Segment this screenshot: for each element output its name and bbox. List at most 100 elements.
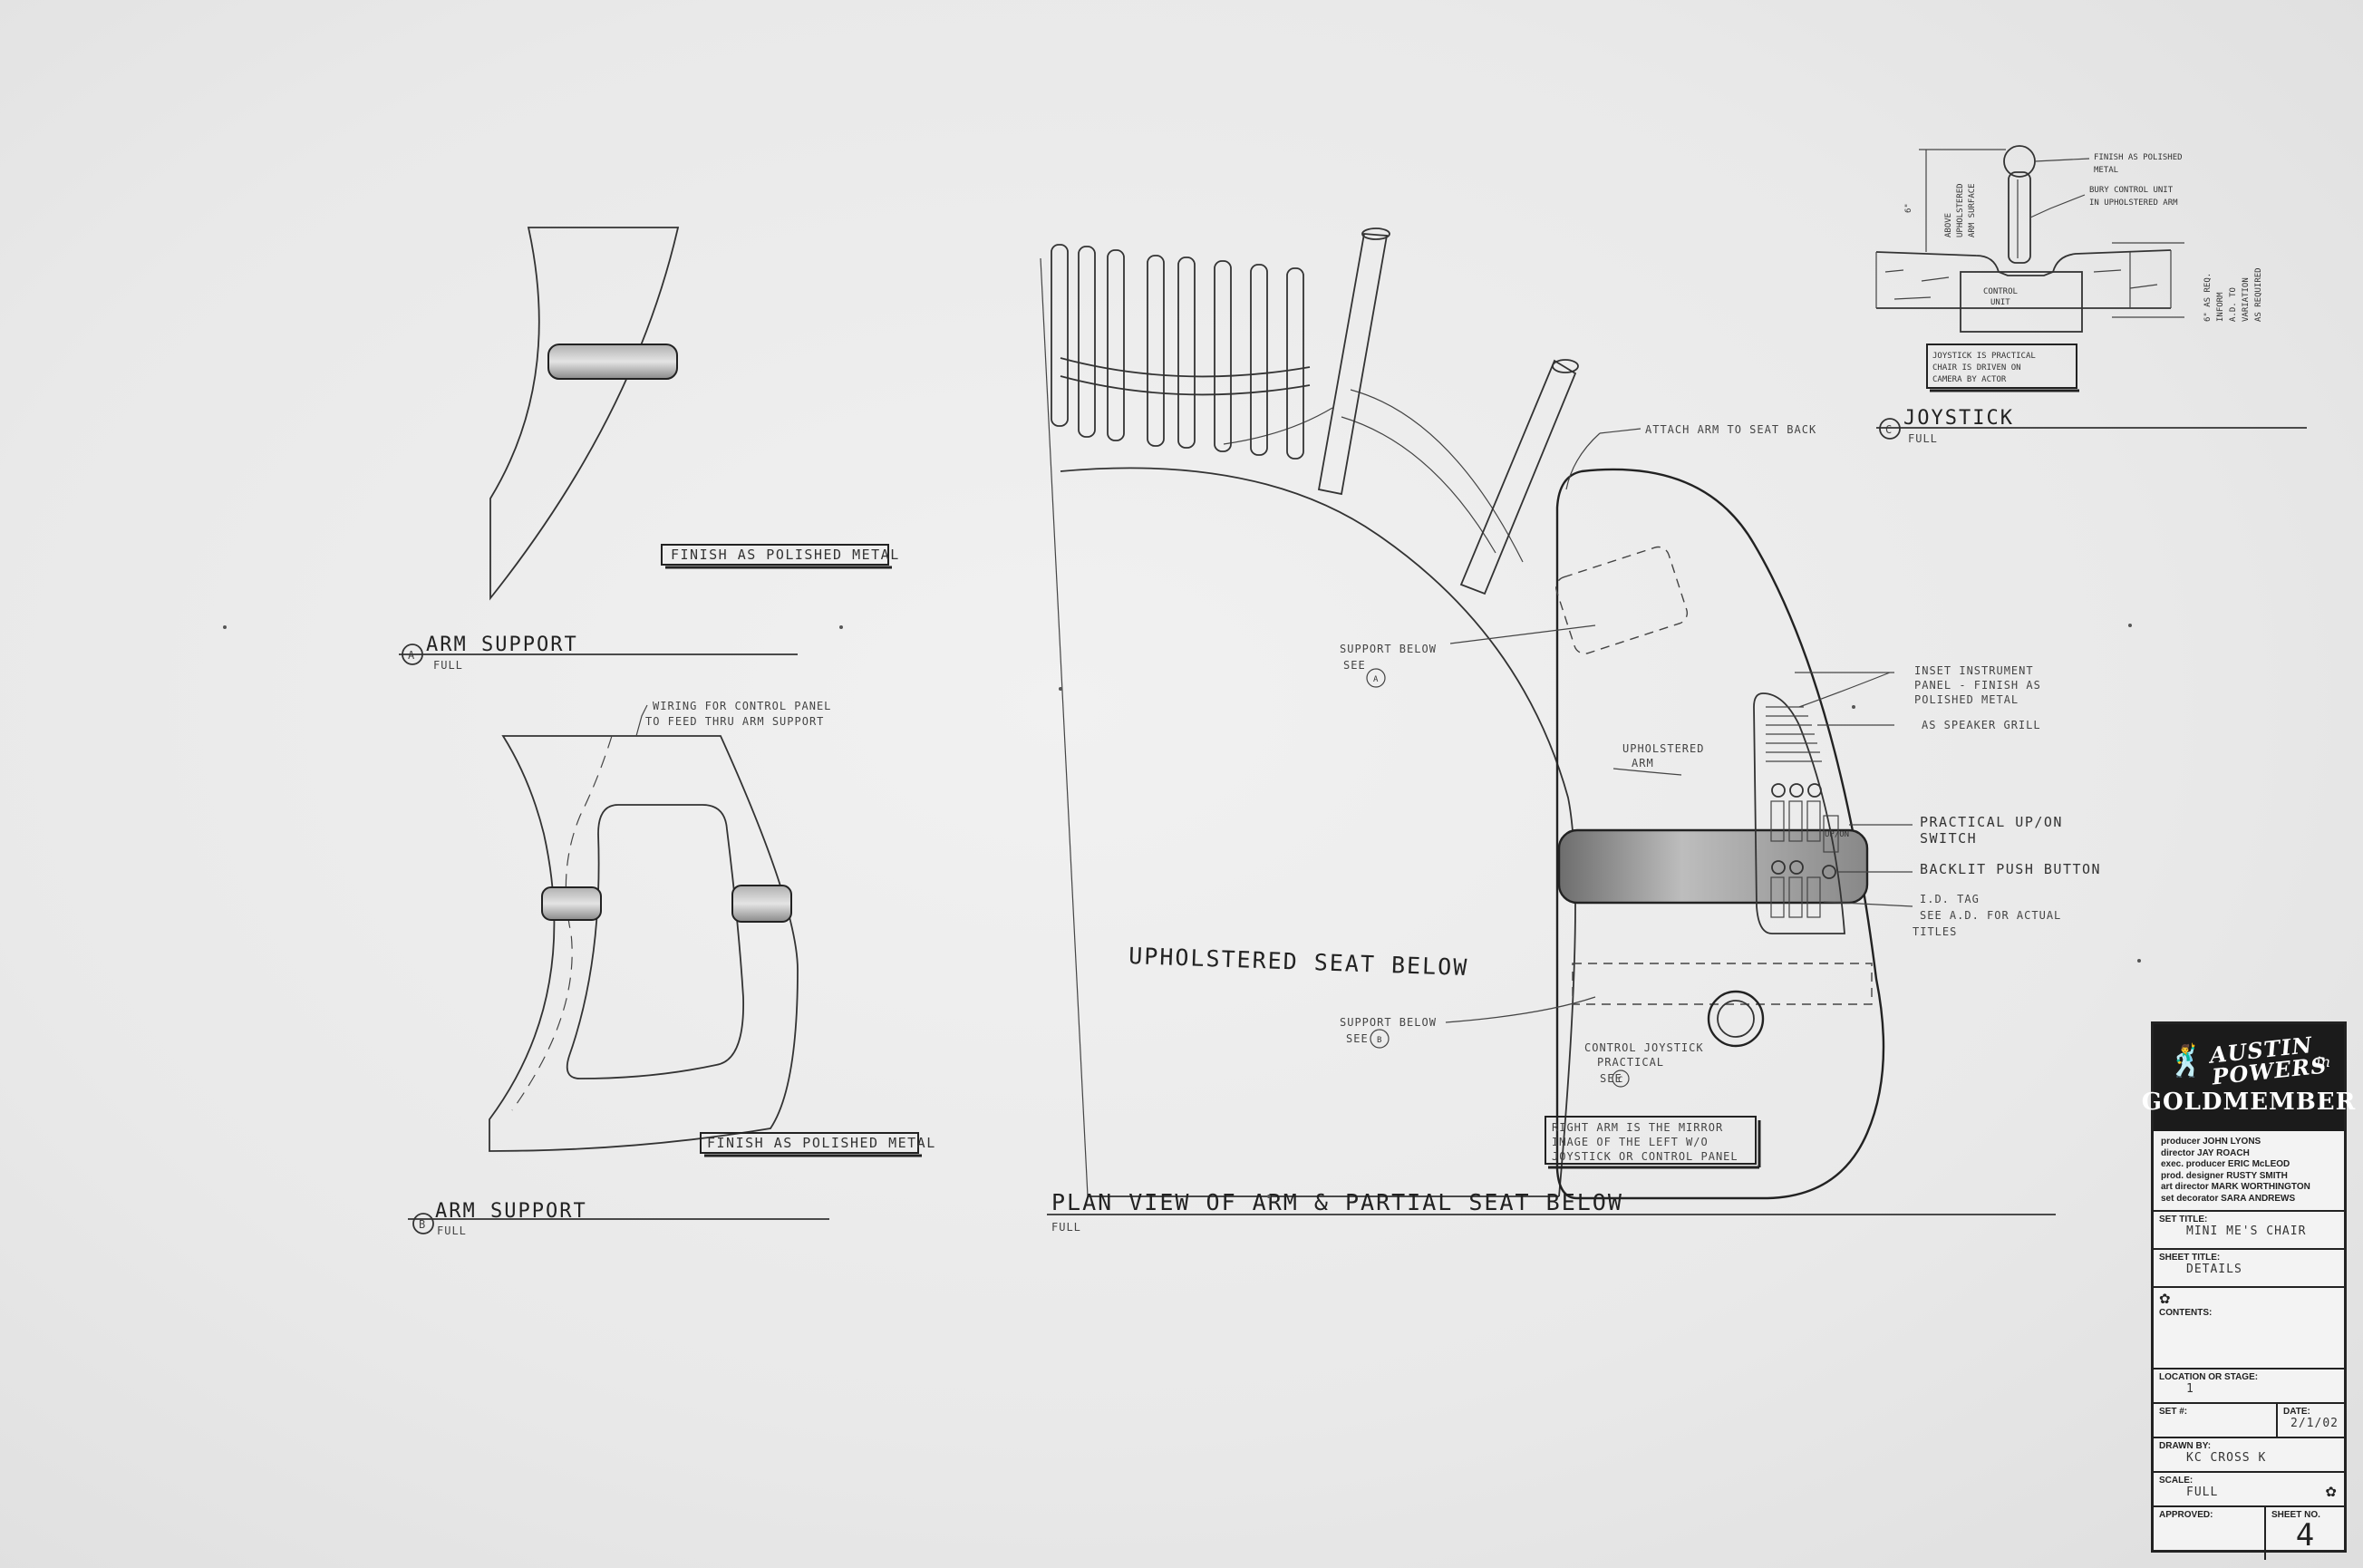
speaker-note: AS SPEAKER GRILL bbox=[1922, 719, 2041, 731]
joystick-note-1: CONTROL JOYSTICK bbox=[1584, 1041, 1704, 1054]
credit-line: set decorator SARA ANDREWS bbox=[2161, 1193, 2296, 1204]
plan-view-scale: FULL bbox=[1051, 1221, 1081, 1234]
attach-arm bbox=[1459, 359, 1577, 595]
view-c-marker bbox=[1879, 418, 1901, 440]
view-a-title: ARM SUPPORT bbox=[426, 634, 578, 656]
finish-note-b: FINISH AS POLISHED METAL bbox=[707, 1135, 936, 1151]
joystick-note-see: SEE bbox=[1600, 1072, 1622, 1085]
up-on-switch bbox=[1823, 815, 1839, 853]
above-note-1: ABOVE bbox=[1944, 213, 1953, 237]
attach-note: ATTACH ARM TO SEAT BACK bbox=[1645, 423, 1816, 436]
joystick-note-ref: C bbox=[1618, 1076, 1622, 1085]
seat-support-dashed bbox=[1572, 963, 1873, 1005]
mirror-note-box bbox=[1545, 1116, 1757, 1165]
support-b-see: SEE bbox=[1346, 1032, 1369, 1045]
date-value: 2/1/02 bbox=[2290, 1417, 2339, 1430]
tag-note-3: TITLES bbox=[1913, 925, 1957, 938]
production-logo: 🕺 AUSTIN POWERS in GOLDMEMBER bbox=[2142, 1024, 2355, 1131]
sheet-number-value: 4 bbox=[2295, 1517, 2315, 1553]
view-c-joystick: CONTROL UNIT 6" ABOVE UPHOLSTERED ARM SU… bbox=[1875, 145, 2307, 445]
side-note-5: AS REQUIRED bbox=[2254, 267, 2263, 322]
seat-back-arc bbox=[1060, 467, 1576, 1197]
support-below-dashed bbox=[1555, 546, 1689, 654]
control-unit-label-2: UNIT bbox=[1990, 298, 2010, 307]
set-number-label: SET #: bbox=[2159, 1407, 2188, 1417]
credit-line: art director MARK WORTHINGTON bbox=[2161, 1182, 2310, 1192]
dancing-figure-icon: 🕺 bbox=[2167, 1044, 2206, 1079]
side-note-2: INFORM bbox=[2216, 292, 2225, 322]
gear-icon: ✿ bbox=[2159, 1292, 2171, 1307]
joystick-base-outer bbox=[1707, 990, 1765, 1048]
joystick-base-inner bbox=[1717, 1000, 1755, 1038]
backlit-note: BACKLIT PUSH BUTTON bbox=[1920, 861, 2101, 877]
bury-note-1: BURY CONTROL UNIT bbox=[2089, 186, 2174, 195]
scale-field: SCALE: FULL ✿ bbox=[2154, 1473, 2344, 1507]
practical-note-3: CAMERA BY ACTOR bbox=[1932, 375, 2007, 384]
side-note-3: A.D. TO bbox=[2229, 287, 2238, 322]
finish-note-c-1: FINISH AS POLISHED bbox=[2094, 153, 2183, 162]
location-field: LOCATION OR STAGE: 1 bbox=[2154, 1370, 2344, 1404]
seat-back-post bbox=[1317, 233, 1389, 496]
practical-note-1: JOYSTICK IS PRACTICAL bbox=[1932, 352, 2036, 361]
sheet-title-value: DETAILS bbox=[2186, 1263, 2242, 1276]
upholstered-seat-label: UPHOLSTERED SEAT BELOW bbox=[1128, 943, 1469, 981]
sheet-title-field: SHEET TITLE: DETAILS bbox=[2154, 1250, 2344, 1288]
view-b-marker bbox=[412, 1213, 434, 1234]
scale-label: SCALE: bbox=[2159, 1476, 2194, 1486]
speaker-grill bbox=[1766, 706, 1822, 762]
support-b-ref: B bbox=[1377, 1036, 1381, 1045]
instrument-panel bbox=[1753, 692, 1845, 934]
upholstered-arm-outline bbox=[1555, 468, 1885, 1200]
switch-note-1: PRACTICAL UP/ON bbox=[1920, 814, 2063, 830]
seat-left-edge bbox=[1040, 257, 1089, 1197]
dim-label: 6" bbox=[1904, 203, 1913, 213]
credits-list: producer JOHN LYONS director JAY ROACH e… bbox=[2154, 1131, 2344, 1212]
mirror-note-1: RIGHT ARM IS THE MIRROR bbox=[1552, 1121, 1723, 1134]
view-a-letter: A bbox=[408, 649, 415, 662]
view-a-arm-support: FINISH AS POLISHED METAL A ARM SUPPORT F… bbox=[399, 227, 900, 672]
side-note-1: 6" AS REQ. bbox=[2203, 273, 2213, 322]
support-b-note: SUPPORT BELOW bbox=[1340, 1016, 1437, 1029]
logo-title: AUSTIN POWERS bbox=[2209, 1031, 2329, 1090]
above-note-2: UPHOLSTERED bbox=[1956, 183, 1965, 237]
finish-note-a: FINISH AS POLISHED METAL bbox=[671, 547, 900, 563]
upholstered-arm-label-1: UPHOLSTERED bbox=[1622, 742, 1704, 755]
credit-line: exec. producer ERIC McLEOD bbox=[2161, 1159, 2290, 1169]
set-title-label: SET TITLE: bbox=[2159, 1215, 2208, 1224]
push-buttons bbox=[1771, 783, 1836, 879]
arm-pad bbox=[1557, 828, 1869, 905]
plan-view-title: PLAN VIEW OF ARM & PARTIAL SEAT BELOW bbox=[1051, 1189, 1623, 1215]
panel-note-3: POLISHED METAL bbox=[1914, 693, 2019, 706]
joystick-note-2: PRACTICAL bbox=[1597, 1056, 1664, 1069]
switch-tag: UP/ON bbox=[1825, 830, 1849, 839]
finish-note-b-box bbox=[700, 1132, 919, 1154]
drawn-by-field: DRAWN BY: KC CROSS K bbox=[2154, 1438, 2344, 1473]
approved-label: APPROVED: bbox=[2159, 1510, 2213, 1520]
above-note-3: ARM SURFACE bbox=[1968, 183, 1977, 237]
set-date-row: SET #: DATE: 2/1/02 bbox=[2154, 1404, 2344, 1438]
view-c-scale: FULL bbox=[1908, 432, 1938, 445]
logo-in: in bbox=[2316, 1052, 2330, 1070]
arm-support-b-pad-right bbox=[731, 885, 792, 923]
drawn-by-value: KC CROSS K bbox=[2186, 1451, 2267, 1465]
contents-label: CONTENTS: bbox=[2159, 1308, 2213, 1318]
support-a-ref: A bbox=[1373, 675, 1379, 684]
arm-support-a-outline bbox=[489, 227, 680, 601]
view-c-letter: C bbox=[1885, 423, 1893, 436]
set-title-value: MINI ME'S CHAIR bbox=[2186, 1224, 2307, 1238]
arm-support-b-outline bbox=[489, 735, 799, 1152]
sheet-number-label: SHEET NO. bbox=[2271, 1510, 2320, 1520]
view-c-title: JOYSTICK bbox=[1903, 407, 2014, 430]
tag-note-2: SEE A.D. FOR ACTUAL bbox=[1920, 909, 2061, 922]
bury-note-2: IN UPHOLSTERED ARM bbox=[2089, 198, 2178, 208]
view-b-arm-support: WIRING FOR CONTROL PANEL TO FEED THRU AR… bbox=[408, 700, 936, 1237]
location-value: 1 bbox=[2186, 1382, 2194, 1396]
mirror-note-2: IMAGE OF THE LEFT W/O bbox=[1552, 1136, 1709, 1148]
practical-note-box bbox=[1926, 344, 2077, 389]
tag-note-1: I.D. TAG bbox=[1920, 893, 1980, 905]
support-a-see: SEE bbox=[1343, 659, 1366, 672]
control-unit-label-1: CONTROL bbox=[1983, 287, 2018, 296]
control-unit bbox=[1960, 271, 2083, 333]
